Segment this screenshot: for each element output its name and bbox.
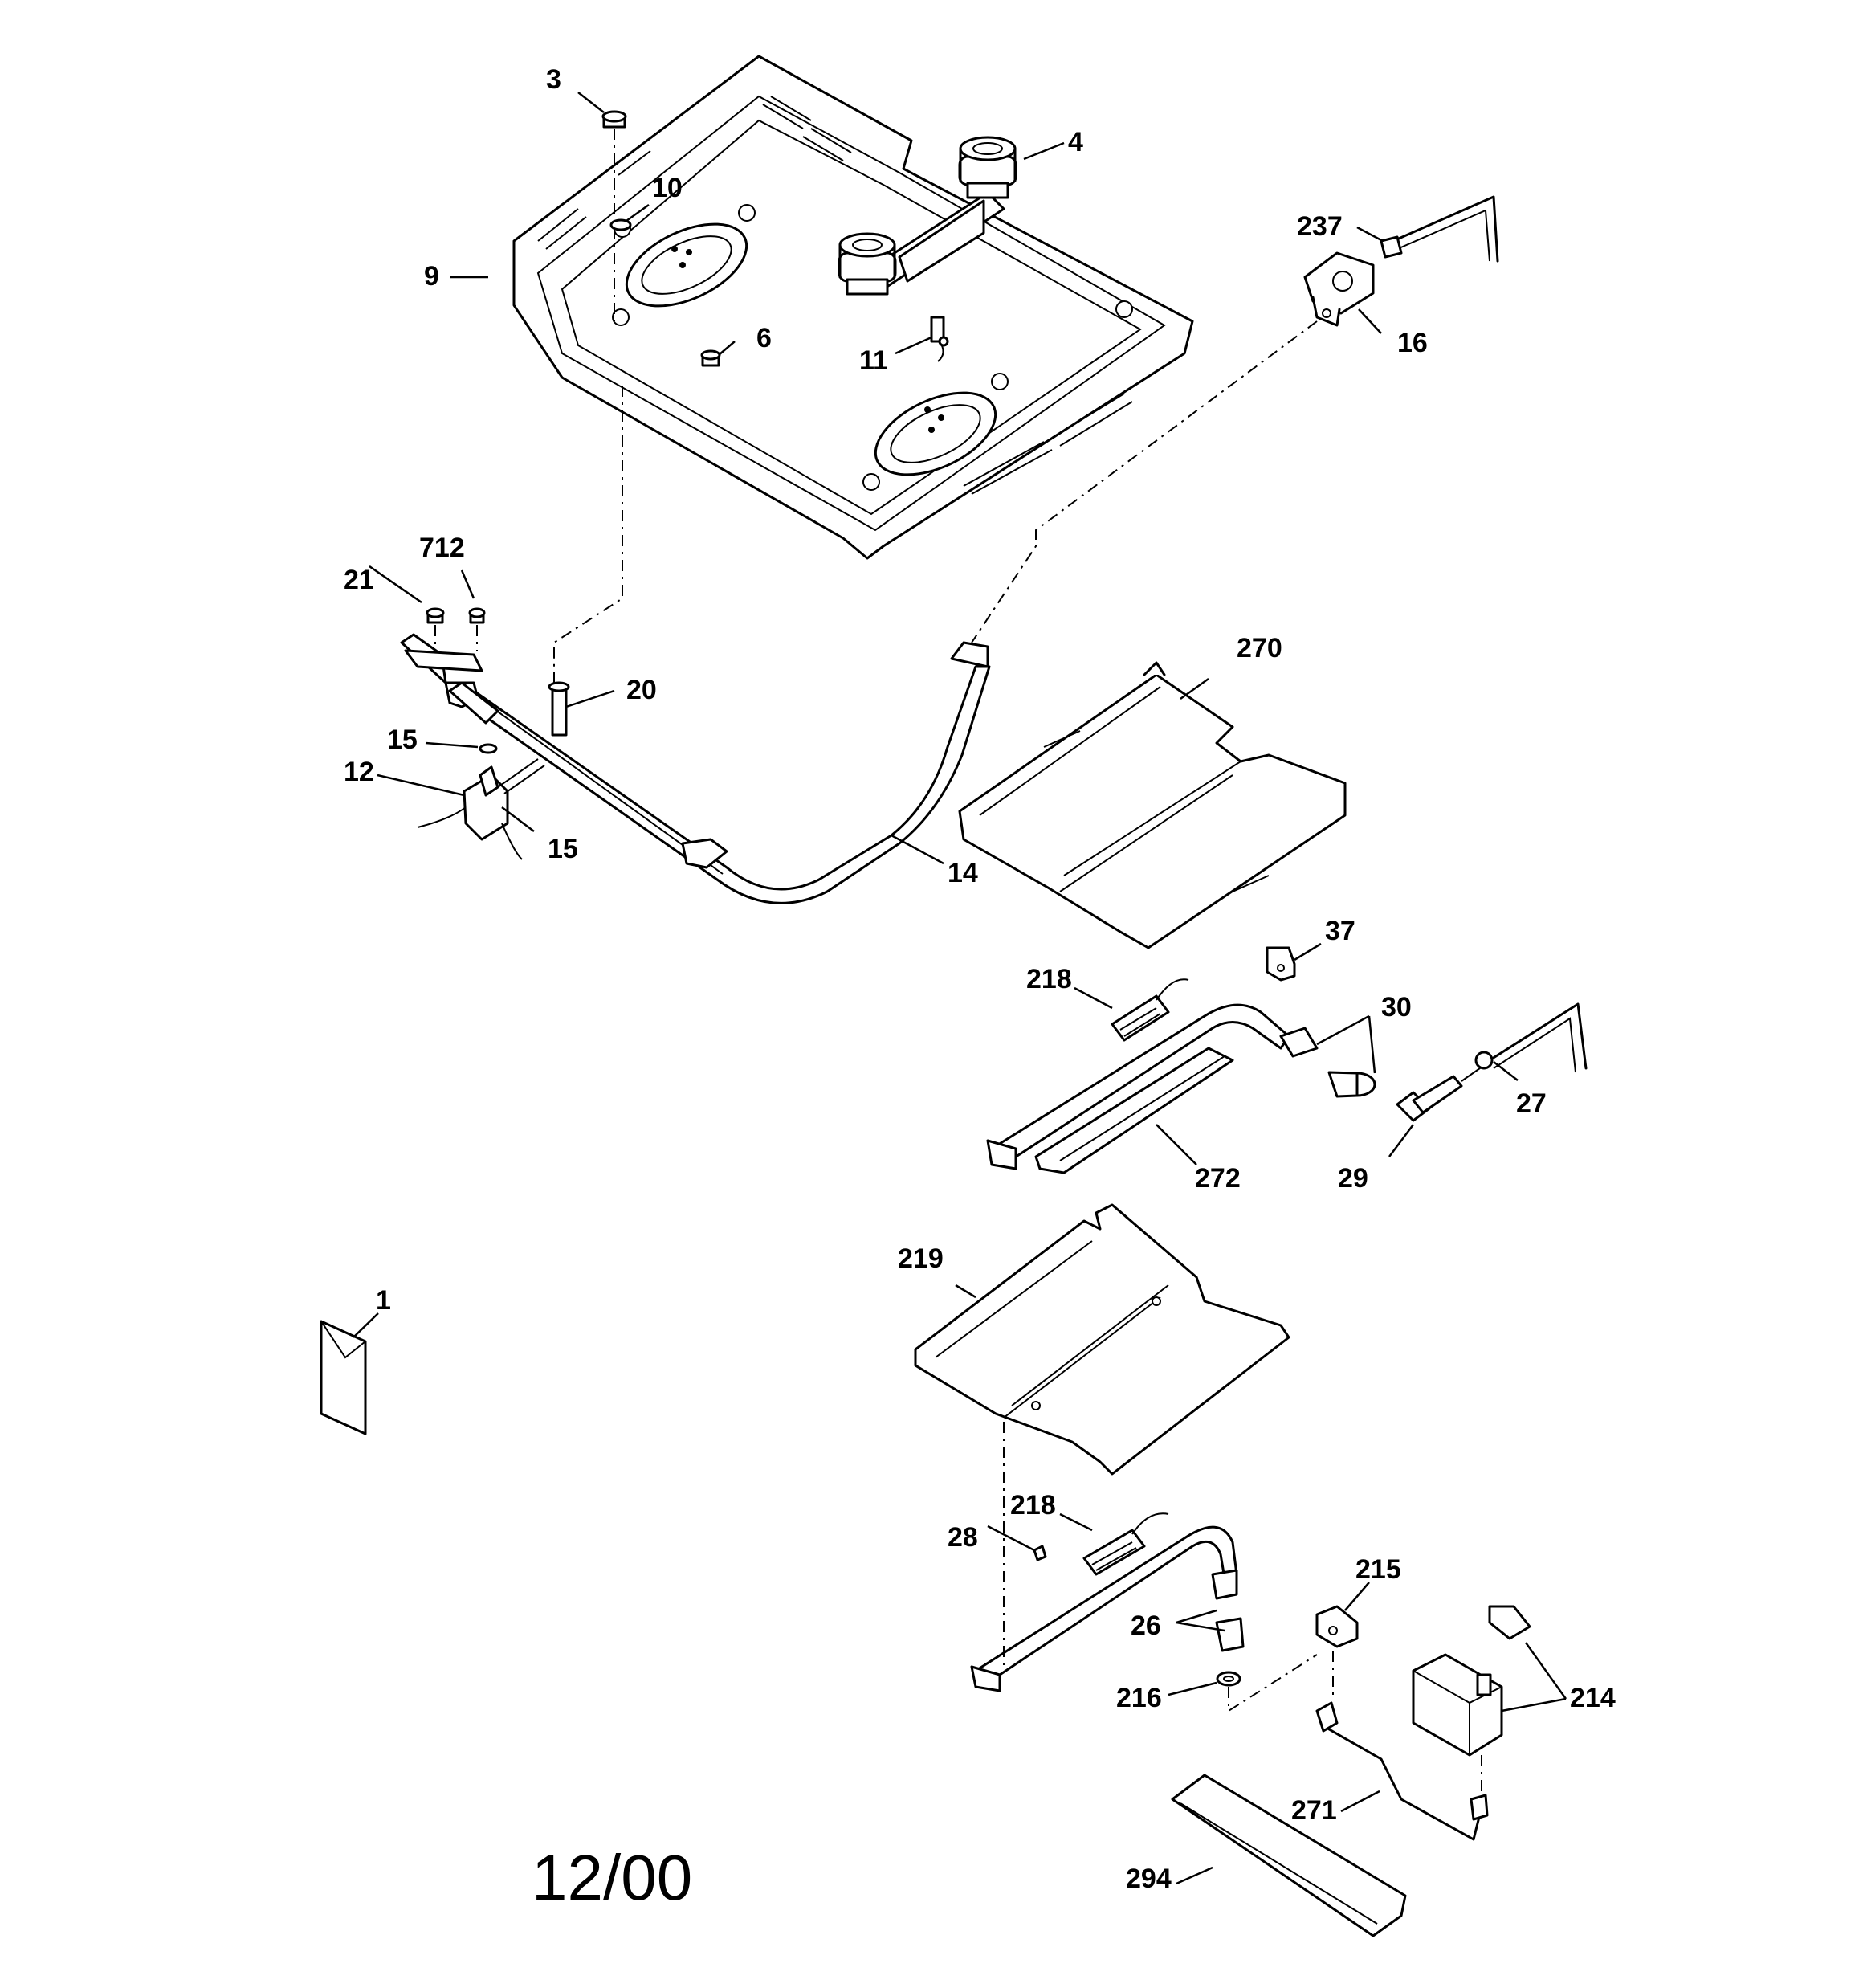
callout-12: 12 [344,757,374,787]
bracket-294-icon [1171,1774,1407,1937]
igniter-218b-icon [1082,1512,1169,1576]
callout-216: 216 [1116,1683,1162,1713]
callout-15b: 15 [548,834,578,864]
callout-11: 11 [859,345,888,376]
callout-28: 28 [948,1522,978,1553]
callout-1: 1 [376,1285,391,1316]
date-code: 12/00 [532,1842,692,1913]
washer-15a-icon [479,743,498,754]
callout-4: 4 [1068,127,1083,157]
washer-216-icon [1216,1671,1241,1687]
screw-712-icon [468,607,486,624]
screw-21-icon [426,607,445,624]
broil-baffle-219 [914,1203,1290,1476]
broil-burner-assembly [970,1525,1245,1692]
bake-burner-assembly [986,1003,1376,1174]
orifice-29-icon [1396,1063,1486,1122]
callout-214: 214 [1570,1683,1616,1713]
callout-218b: 218 [1010,1490,1056,1521]
igniter-218a-icon [1111,978,1189,1042]
callout-9: 9 [424,261,439,292]
callout-21: 21 [344,565,374,595]
surface-burner-assembly [838,136,1017,296]
callout-237: 237 [1297,211,1343,242]
callout-20: 20 [626,675,657,705]
callout-10: 10 [652,173,683,203]
callout-14: 14 [948,858,978,888]
bracket-215-icon [1315,1605,1359,1648]
callout-27: 27 [1516,1088,1547,1119]
callout-219: 219 [898,1243,944,1274]
callout-272: 272 [1195,1163,1241,1194]
washer-10-icon [609,218,632,231]
callout-29: 29 [1338,1163,1368,1194]
screw-6-icon [700,349,721,367]
callout-218a: 218 [1026,964,1072,994]
callout-26: 26 [1131,1610,1161,1641]
bracket-37-icon [1266,946,1296,982]
gas-manifold-14 [400,633,991,904]
igniter-11-icon [930,316,949,362]
screw-3-icon [601,110,627,129]
callout-270: 270 [1237,633,1282,663]
screw-28-icon [1033,1545,1047,1561]
callout-215: 215 [1355,1554,1401,1585]
callout-15a: 15 [387,725,418,755]
burner-box-plate [512,55,1194,560]
regulator-214-icon [1412,1605,1531,1757]
callout-labels: 3 4 10 9 6 11 237 16 712 21 20 15 12 15 … [344,64,1616,1894]
gas-tube-271-icon [1315,1701,1489,1841]
callout-294: 294 [1126,1863,1172,1894]
orifice-holder-16-icon [1303,251,1375,327]
callout-16: 16 [1397,328,1428,358]
callout-leaders [353,92,1567,1885]
valve-12-icon [417,758,545,860]
callout-37: 37 [1325,916,1355,946]
callout-712: 712 [419,533,465,563]
literature-envelope-1 [320,1320,367,1435]
callout-3: 3 [546,64,561,95]
callout-271: 271 [1291,1795,1337,1826]
oven-baffle-270 [958,661,1347,949]
callout-6: 6 [756,323,772,353]
gas-tube-237-icon [1380,195,1499,263]
callout-30: 30 [1381,992,1412,1023]
gas-tube-27-icon [1474,1002,1588,1073]
